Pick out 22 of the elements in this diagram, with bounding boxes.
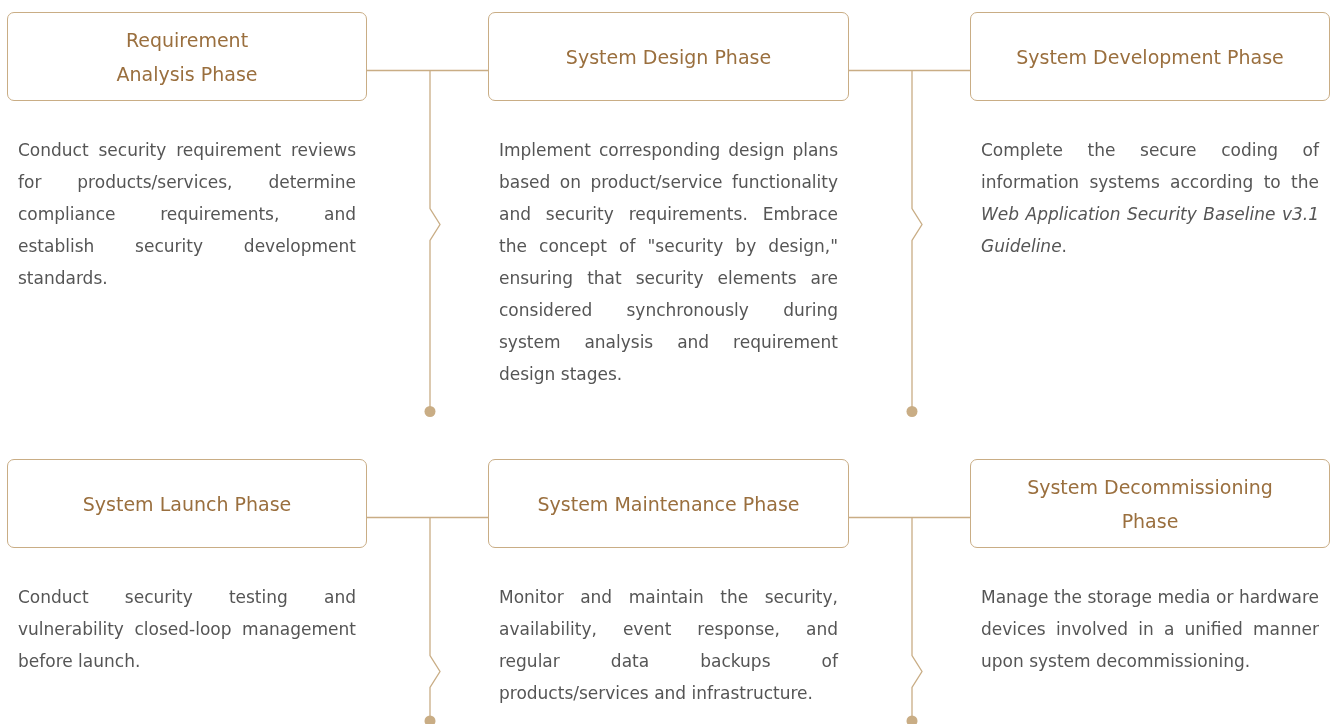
connector-line bbox=[848, 516, 971, 519]
connector-line bbox=[366, 516, 489, 519]
phase-box bbox=[488, 459, 849, 548]
phase-description: Complete the secure coding of information systems according to the Web Application Security Baseline v3.1 Guideline. bbox=[981, 139, 1319, 258]
phase-description: Manage the storage media or hardware devices involved in a unified manner upon system decommissioning. bbox=[981, 586, 1319, 673]
phase-box bbox=[7, 459, 367, 548]
phase-box bbox=[488, 12, 849, 101]
phase-title: System Launch Phase bbox=[82, 491, 292, 517]
connector-line bbox=[848, 69, 971, 72]
phase-box bbox=[970, 12, 1330, 101]
phase-title: System Design Phase bbox=[565, 44, 772, 70]
phase-title: System Development Phase bbox=[1016, 44, 1284, 70]
phase-description: Monitor and maintain the security, availability, event response, and regular data backups of products/services and infrastructure. bbox=[499, 586, 838, 705]
phase-box bbox=[970, 459, 1330, 548]
connector-line bbox=[366, 69, 489, 72]
phase-title: System Maintenance Phase bbox=[537, 491, 800, 517]
phase-description: Conduct security requirement reviews for products/services, determine compliance requirements, and establish security development standards. bbox=[18, 139, 356, 290]
phase-title: System Decommissioning Phase bbox=[1026, 474, 1274, 534]
phase-description: Implement corresponding design plans based on product/service functionality and security requirements. Embrace the concept of "security by design," ensuring that security elements are considered synchronously during system analysis and requirement design stages. bbox=[499, 139, 838, 386]
phase-title: Requirement Analysis Phase bbox=[115, 27, 259, 87]
phase-description: Conduct security testing and vulnerability closed-loop management before launch. bbox=[18, 586, 356, 673]
phase-box bbox=[7, 12, 367, 101]
